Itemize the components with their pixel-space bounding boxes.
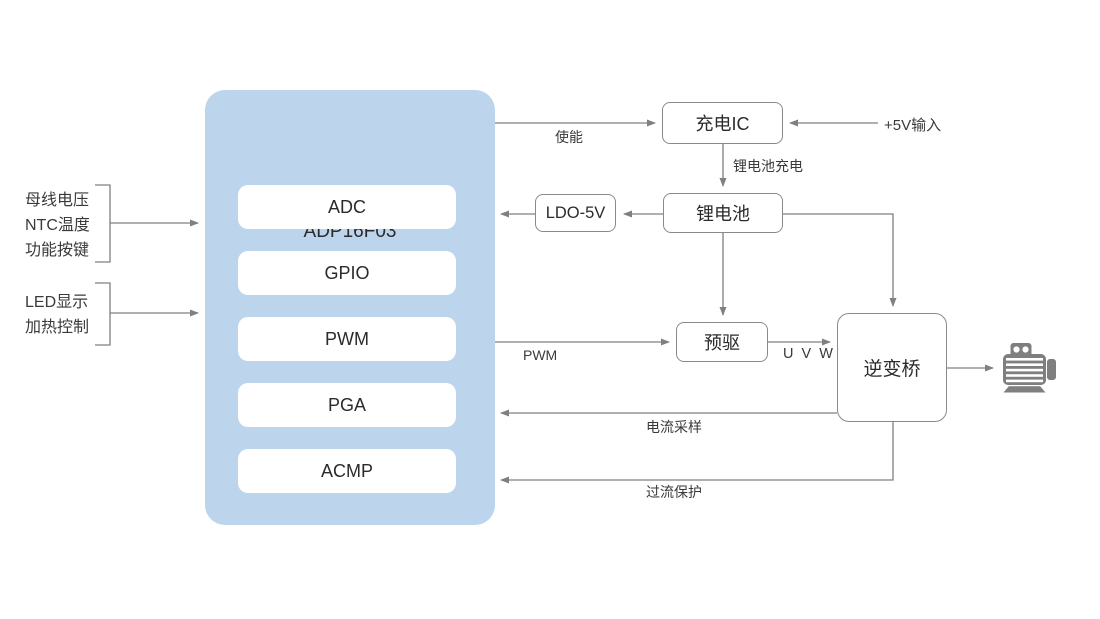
edge-label-pwm: PWM [523, 347, 558, 363]
mcu-module-pwm: PWM [238, 317, 456, 361]
input-group-sensors: 母线电压 NTC温度 功能按键 [25, 188, 90, 263]
mcu-module-acmp: ACMP [238, 449, 456, 493]
mcu-block: ADP16F03 ADC GPIO PWM PGA ACMP [205, 90, 495, 525]
mcu-module-gpio: GPIO [238, 251, 456, 295]
arrow-battery-to-inverter [783, 213, 897, 307]
node-ldo-5v: LDO-5V [535, 194, 616, 232]
edge-label-5v-input: +5V输入 [884, 117, 942, 134]
bracket-inputs-group2 [95, 282, 111, 346]
output-line-led-display: LED显示 [25, 294, 89, 311]
node-battery: 锂电池 [663, 193, 783, 233]
node-charger-ic: 充电IC [662, 102, 783, 144]
mcu-module-list: ADC GPIO PWM PGA ACMP [238, 185, 456, 493]
output-line-heater-control: 加热控制 [25, 319, 90, 336]
bracket-inputs-group1 [95, 184, 111, 263]
edge-label-current-sampling: 电流采样 [646, 419, 702, 435]
mcu-module-pga: PGA [238, 383, 456, 427]
mcu-module-adc: ADC [238, 185, 456, 229]
edge-label-enable: 使能 [555, 129, 583, 145]
arrow-overcurrent-to-mcu [500, 422, 894, 484]
edge-label-overcurrent-protection: 过流保护 [646, 484, 702, 500]
input-line-bus-voltage: 母线电压 [25, 192, 90, 209]
node-predriver: 预驱 [676, 322, 768, 362]
input-line-function-keys: 功能按键 [25, 242, 90, 259]
edge-label-battery-charging: 锂电池充电 [733, 158, 803, 174]
node-inverter-bridge: 逆变桥 [837, 313, 947, 422]
input-line-ntc-temp: NTC温度 [25, 217, 90, 234]
motor-icon [1003, 343, 1056, 393]
output-group-led-heater: LED显示 加热控制 [25, 290, 89, 340]
edge-label-uvw: U V W [783, 346, 835, 362]
